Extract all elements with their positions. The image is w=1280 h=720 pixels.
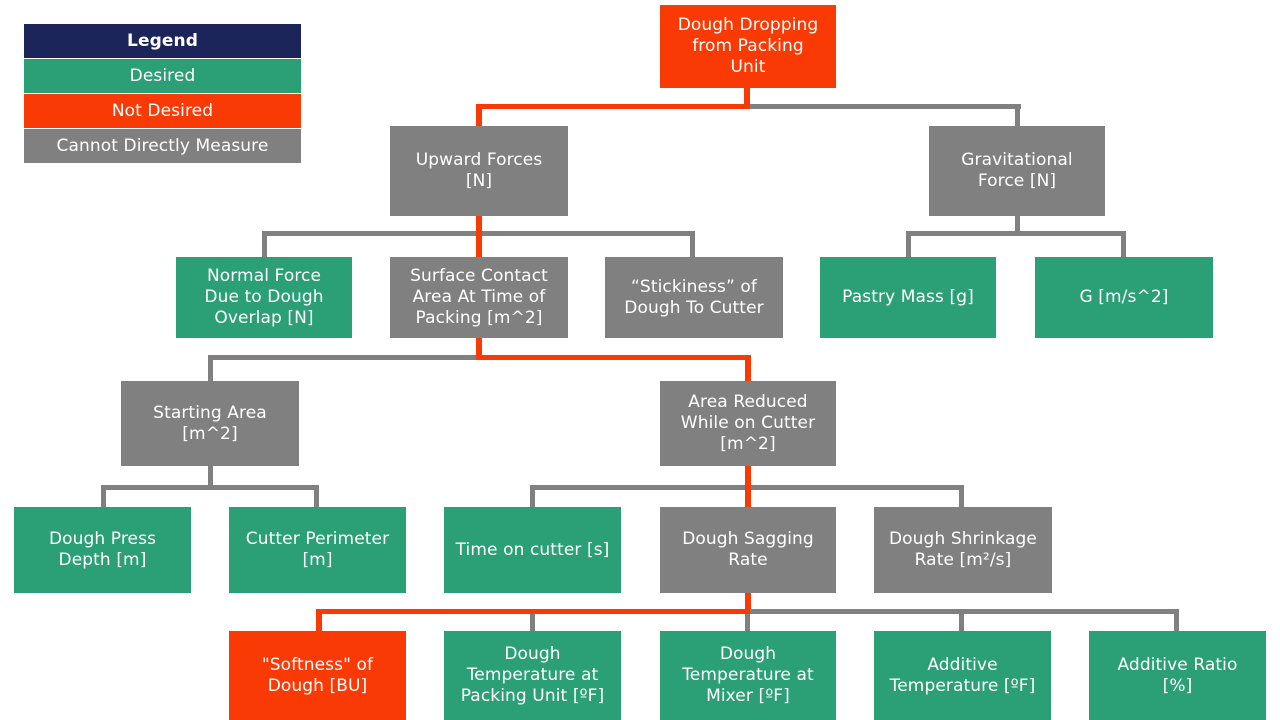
connector-gravitational-drop: [1015, 216, 1020, 236]
connector-to-softness-of-dough: [316, 609, 322, 631]
node-dough-sagging-rate[interactable]: Dough Sagging Rate: [660, 507, 836, 593]
node-softness-of-dough[interactable]: "Softness" of Dough [BU]: [229, 631, 406, 720]
legend-title: Legend: [24, 24, 301, 58]
legend-item-label: Not Desired: [111, 101, 214, 121]
node-surface-contact-area-at-time-of-packing[interactable]: Surface Contact Area At Time of Packing …: [390, 257, 568, 338]
node-label: “Stickiness” of Dough To Cutter: [624, 276, 764, 318]
legend: Legend Desired Not Desired Cannot Direct…: [24, 24, 301, 163]
connector-bus-level4-red: [476, 355, 751, 360]
node-label: Area Reduced While on Cutter [m^2]: [680, 392, 816, 454]
node-label: Time on cutter [s]: [455, 539, 610, 560]
connector-to-time-on-cutter: [530, 485, 535, 507]
node-label: Gravitational Force [N]: [961, 150, 1073, 191]
node-pastry-mass[interactable]: Pastry Mass [g]: [820, 257, 996, 338]
node-dough-temperature-at-mixer[interactable]: Dough Temperature at Mixer [ºF]: [660, 631, 836, 720]
connector-to-surface-contact-area: [476, 231, 482, 257]
node-gravitational-force[interactable]: Gravitational Force [N]: [929, 126, 1105, 216]
connector-bus-level6-red: [316, 609, 750, 614]
connector-sagging-rate-drop: [745, 592, 751, 614]
connector-bus-level3-right: [906, 231, 1125, 236]
connector-to-dough-press-depth: [101, 485, 106, 507]
node-label: Cutter Perimeter [m]: [245, 529, 390, 570]
node-area-reduced-while-on-cutter[interactable]: Area Reduced While on Cutter [m^2]: [660, 381, 836, 466]
node-label: Dough Shrinkage Rate [m²/s]: [888, 529, 1037, 570]
node-dough-press-depth[interactable]: Dough Press Depth [m]: [14, 507, 191, 593]
node-label: Dough Dropping from Packing Unit: [677, 15, 819, 77]
connector-to-dough-shrinkage-rate: [959, 485, 964, 507]
connector-to-cutter-perimeter: [314, 485, 319, 507]
node-starting-area[interactable]: Starting Area [m^2]: [121, 381, 299, 466]
node-dough-dropping-from-packing-unit[interactable]: Dough Dropping from Packing Unit: [660, 5, 836, 88]
node-time-on-cutter[interactable]: Time on cutter [s]: [444, 507, 621, 593]
node-stickiness-of-dough-to-cutter[interactable]: “Stickiness” of Dough To Cutter: [605, 257, 783, 338]
connector-surface-contact-drop: [476, 338, 482, 360]
connector-bus-level5-left: [101, 485, 319, 490]
node-label: Upward Forces [N]: [415, 150, 543, 191]
node-dough-shrinkage-rate[interactable]: Dough Shrinkage Rate [m²/s]: [874, 507, 1052, 593]
legend-title-label: Legend: [127, 31, 198, 51]
node-additive-ratio[interactable]: Additive Ratio [%]: [1089, 631, 1266, 720]
connector-to-gravitational-force: [1015, 104, 1020, 126]
connector-bus-level2-red: [476, 104, 750, 109]
connector-to-area-reduced: [745, 355, 751, 381]
node-additive-temperature[interactable]: Additive Temperature [ºF]: [874, 631, 1051, 720]
legend-item-label: Cannot Directly Measure: [56, 136, 269, 156]
node-label: "Softness" of Dough [BU]: [261, 654, 374, 696]
connector-starting-area-drop: [208, 466, 213, 488]
node-label: Dough Sagging Rate: [682, 529, 814, 570]
node-gravity-constant[interactable]: G [m/s^2]: [1035, 257, 1213, 338]
connector-to-upward-forces: [476, 104, 482, 126]
connector-to-dough-sagging-rate: [745, 485, 751, 507]
node-upward-forces[interactable]: Upward Forces [N]: [390, 126, 568, 216]
node-cutter-perimeter[interactable]: Cutter Perimeter [m]: [229, 507, 406, 593]
connector-bus-level2-gray: [748, 104, 1021, 109]
node-label: Starting Area [m^2]: [153, 402, 267, 444]
connector-to-stickiness: [690, 231, 695, 257]
connector-to-starting-area: [208, 355, 213, 381]
connector-to-normal-force: [262, 231, 267, 257]
node-label: Surface Contact Area At Time of Packing …: [410, 266, 548, 328]
connector-to-pastry-mass: [906, 231, 911, 257]
legend-item-label: Desired: [129, 66, 196, 86]
node-label: Dough Press Depth [m]: [48, 529, 157, 570]
connector-bus-level4-gray: [208, 355, 480, 360]
node-label: Dough Temperature at Packing Unit [ºF]: [460, 644, 605, 706]
legend-item-desired: Desired: [24, 59, 301, 93]
node-label: Dough Temperature at Mixer [ºF]: [682, 644, 814, 706]
node-label: Normal Force Due to Dough Overlap [N]: [204, 266, 324, 328]
node-dough-temperature-at-packing-unit[interactable]: Dough Temperature at Packing Unit [ºF]: [444, 631, 621, 720]
connector-area-reduced-drop: [745, 466, 751, 488]
connector-upward-forces-drop: [476, 216, 482, 236]
node-label: Additive Temperature [ºF]: [889, 654, 1036, 696]
node-label: Additive Ratio [%]: [1117, 654, 1238, 696]
connector-to-gravity-constant: [1121, 231, 1126, 257]
connector-to-additive-temperature: [959, 609, 964, 631]
node-normal-force-due-to-dough-overlap[interactable]: Normal Force Due to Dough Overlap [N]: [176, 257, 352, 338]
legend-item-not-desired: Not Desired: [24, 94, 301, 128]
connector-to-dough-temp-mixer: [745, 609, 750, 631]
connector-top-drop: [744, 88, 750, 108]
node-label: G [m/s^2]: [1079, 287, 1169, 308]
legend-item-cannot-directly-measure: Cannot Directly Measure: [24, 129, 301, 163]
connector-to-additive-ratio: [1174, 609, 1179, 631]
node-label: Pastry Mass [g]: [842, 287, 974, 308]
connector-to-dough-temp-packing: [530, 609, 535, 631]
